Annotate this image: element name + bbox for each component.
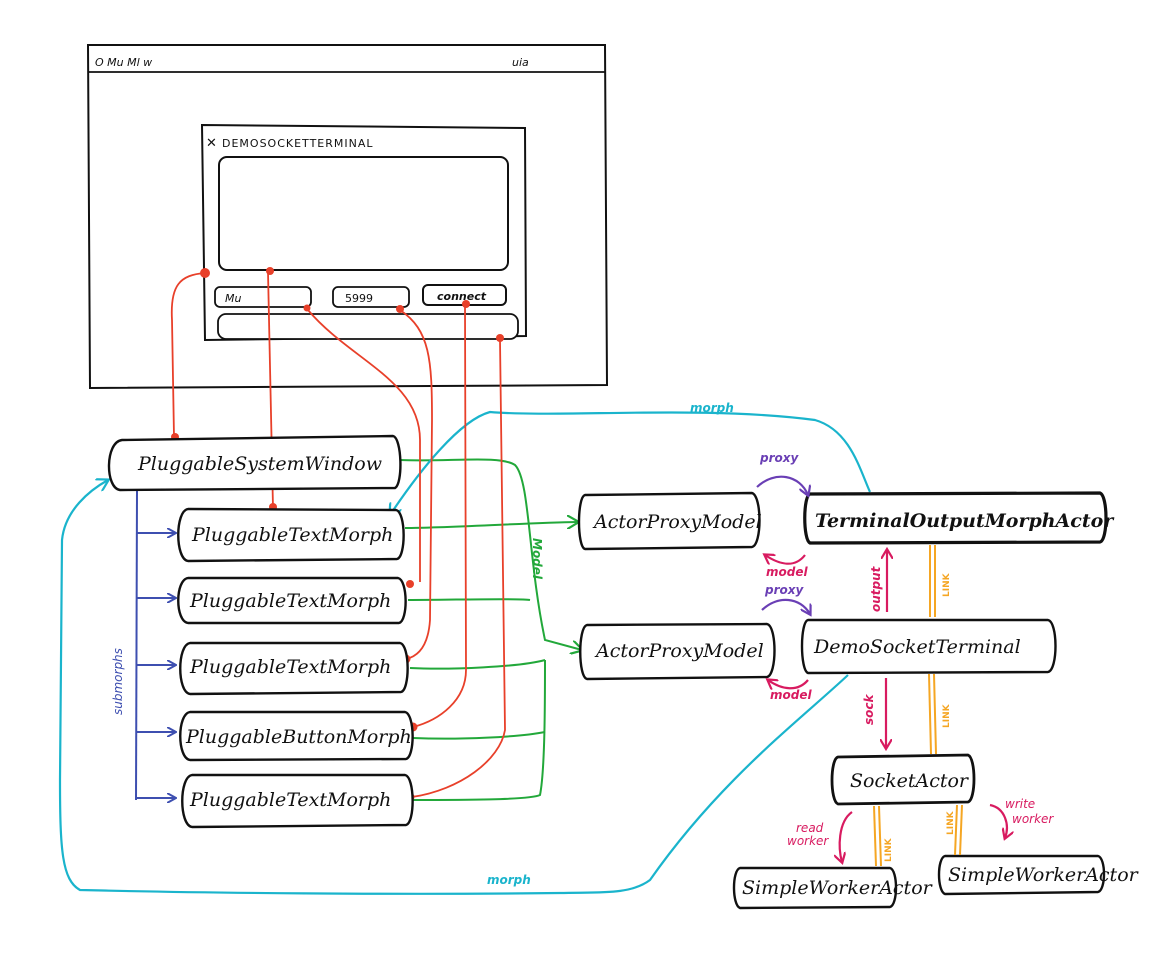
- link-label-3: LINK: [884, 837, 894, 862]
- read-worker-label-1: read: [796, 821, 824, 835]
- write-worker-label-2: worker: [1012, 812, 1054, 826]
- window-title-right: uia: [512, 56, 529, 69]
- svg-text:PluggableTextMorph: PluggableTextMorph: [189, 789, 391, 811]
- node-pluggable-button-morph[interactable]: PluggableButtonMorph: [179, 710, 414, 762]
- node-pluggable-text-morph-3[interactable]: PluggableTextMorph: [179, 641, 409, 696]
- node-pluggable-text-morph-2[interactable]: PluggableTextMorph: [177, 576, 407, 625]
- node-simple-worker-actor-1[interactable]: SimpleWorkerActor: [732, 866, 934, 910]
- morph-label-bottom: morph: [487, 873, 531, 887]
- widget-to-morph-links: [170, 271, 506, 798]
- svg-text:PluggableButtonMorph: PluggableButtonMorph: [185, 726, 412, 748]
- terminal-input-field[interactable]: [217, 313, 519, 340]
- svg-text:PluggableSystemWindow: PluggableSystemWindow: [137, 453, 382, 475]
- svg-text:ActorProxyModel: ActorProxyModel: [594, 640, 764, 662]
- svg-text:PluggableTextMorph: PluggableTextMorph: [189, 590, 391, 612]
- node-simple-worker-actor-2[interactable]: SimpleWorkerActor: [937, 854, 1140, 896]
- write-worker-label-1: write: [1005, 797, 1035, 811]
- terminal-window-sketch: ✕ DEMOSOCKETTERMINAL Mu 5999 connect: [200, 123, 528, 342]
- svg-text:SocketActor: SocketActor: [850, 770, 970, 792]
- node-actor-proxy-model-1[interactable]: ActorProxyModel: [577, 491, 762, 551]
- node-socket-actor[interactable]: SocketActor: [830, 753, 976, 806]
- svg-text:DemoSocketTerminal: DemoSocketTerminal: [813, 636, 1021, 658]
- node-demo-socket-terminal[interactable]: DemoSocketTerminal: [800, 618, 1057, 675]
- terminal-title: DEMOSOCKETTERMINAL: [222, 137, 374, 150]
- port-field-value: 5999: [345, 292, 373, 305]
- read-worker-label-2: worker: [787, 834, 829, 848]
- node-pluggable-text-morph-1[interactable]: PluggableTextMorph: [177, 507, 405, 563]
- svg-text:ActorProxyModel: ActorProxyModel: [592, 511, 762, 533]
- link-lines: [873, 545, 963, 867]
- node-terminal-output-morph-actor[interactable]: TerminalOutputMorphActor: [803, 491, 1116, 545]
- svg-text:PluggableTextMorph: PluggableTextMorph: [189, 656, 391, 678]
- sock-label: sock: [862, 694, 876, 726]
- submorphs-label: submorphs: [111, 648, 125, 715]
- svg-text:PluggableTextMorph: PluggableTextMorph: [191, 524, 393, 546]
- link-label-1: LINK: [942, 572, 952, 597]
- terminal-output-pane[interactable]: [218, 156, 509, 271]
- link-label-2: LINK: [942, 703, 952, 728]
- window-title: O Mu Ml w: [95, 56, 152, 69]
- model-links: [399, 458, 582, 801]
- proxy-label-1: proxy: [759, 451, 799, 465]
- host-field-value: Mu: [225, 292, 241, 305]
- svg-text:SimpleWorkerActor: SimpleWorkerActor: [742, 877, 934, 899]
- close-x-icon[interactable]: ✕: [206, 136, 217, 151]
- morph-links: [58, 410, 872, 895]
- output-label: output: [869, 565, 883, 612]
- model-label-2: model: [770, 688, 812, 702]
- proxy-label-2: proxy: [764, 583, 804, 597]
- node-actor-proxy-model-2[interactable]: ActorProxyModel: [579, 622, 776, 681]
- proxy-arrows: [756, 475, 810, 689]
- node-pluggable-system-window[interactable]: PluggableSystemWindow: [107, 434, 402, 492]
- link-label-4: LINK: [946, 810, 956, 835]
- node-pluggable-text-morph-4[interactable]: PluggableTextMorph: [181, 773, 414, 829]
- svg-text:TerminalOutputMorphActor: TerminalOutputMorphActor: [815, 510, 1115, 532]
- host-field[interactable]: [214, 286, 312, 308]
- submorph-links: [135, 489, 175, 800]
- morph-label-top: morph: [690, 401, 734, 415]
- model-label-1: model: [766, 565, 808, 579]
- svg-text:SimpleWorkerActor: SimpleWorkerActor: [948, 864, 1140, 886]
- connect-button-label: connect: [437, 290, 487, 303]
- port-field[interactable]: [332, 286, 410, 308]
- output-sock-arrows: [840, 550, 1007, 862]
- model-label: Model: [530, 538, 544, 580]
